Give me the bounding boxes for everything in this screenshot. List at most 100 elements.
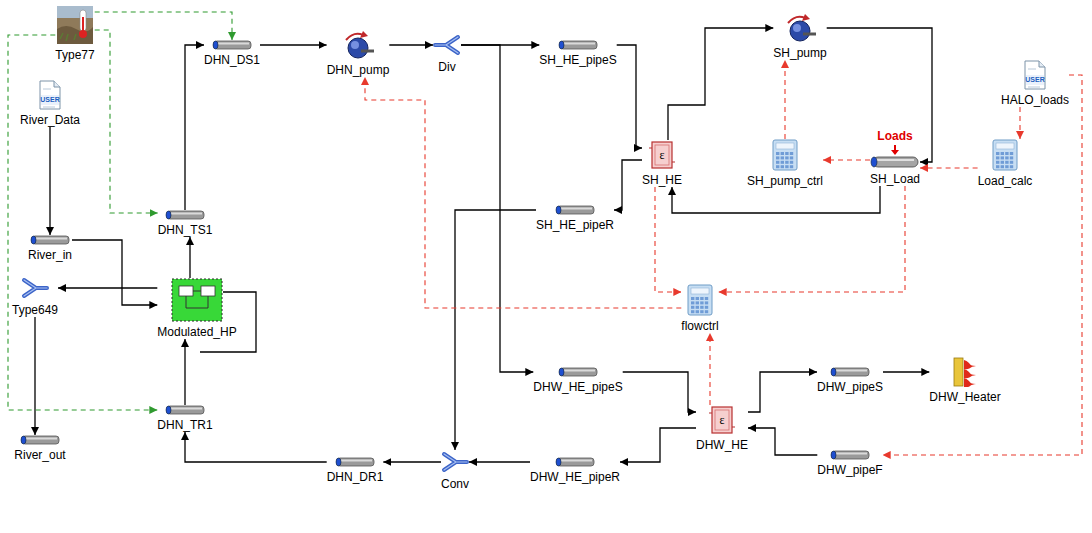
component-icon	[441, 450, 469, 474]
flow-connector	[58, 287, 157, 288]
component-icon	[555, 457, 595, 467]
component-icon	[30, 235, 70, 245]
flow-connector	[748, 428, 817, 455]
component-label: Type649	[12, 303, 58, 317]
component-icon	[340, 30, 376, 60]
component-label: DHN_pump	[327, 63, 390, 77]
component-symbol	[56, 5, 94, 45]
component-icon	[782, 13, 818, 43]
component-symbol	[212, 40, 252, 50]
component-icon	[165, 405, 205, 415]
component-symbol	[992, 139, 1018, 171]
mixer-component: Conv	[441, 450, 469, 491]
flow-connector	[617, 45, 642, 148]
component-icon	[558, 40, 598, 50]
component-label: River_Data	[20, 113, 80, 127]
flow-connector	[883, 371, 929, 372]
signal-connector	[365, 77, 681, 308]
component-symbol	[952, 357, 978, 387]
component-label: River_out	[14, 448, 65, 462]
heat-pump-component: Modulated_HP	[157, 278, 236, 339]
flow-connector	[668, 28, 773, 140]
flow-connector	[189, 237, 190, 278]
signal-connector	[95, 30, 158, 213]
icon-symbol-text: ε	[719, 414, 724, 427]
component-label: SH_pump	[773, 46, 826, 60]
heat-exchanger: SH_HE	[642, 140, 682, 187]
component-label: SH_HE_pipeR	[536, 218, 614, 232]
flow-connector	[620, 428, 696, 462]
component-symbol	[558, 40, 598, 50]
component-symbol	[555, 457, 595, 467]
flow-connector	[614, 160, 642, 210]
pipe-component: River_in	[28, 235, 72, 262]
component-icon	[38, 80, 62, 110]
pipe-component: SH_HE_pipeS	[539, 40, 616, 67]
pipe-component: DHN_TR1	[157, 405, 212, 432]
component-icon	[20, 435, 60, 445]
icon-text: USER	[40, 96, 59, 104]
signal-connector	[1019, 107, 1020, 139]
component-label: Conv	[441, 477, 469, 491]
component-symbol	[870, 155, 920, 169]
component-icon	[212, 40, 252, 50]
pipe-component: SH_HE_pipeR	[536, 205, 614, 232]
component-symbol	[830, 450, 870, 460]
component-symbol	[30, 235, 70, 245]
component-label: Load_calc	[978, 174, 1033, 188]
component-label: DHW_HE_pipeR	[530, 470, 620, 484]
pump-component: DHN_pump	[327, 30, 390, 77]
signal-connector	[920, 167, 978, 168]
flow-connector	[827, 28, 932, 162]
component-symbol	[555, 205, 595, 215]
component-label: DHN_TS1	[158, 223, 213, 237]
component-icon	[870, 155, 920, 169]
mixer-component: Type649	[12, 276, 58, 317]
signal-connector	[719, 186, 905, 292]
component-label: DHN_TR1	[157, 418, 212, 432]
flow-connector	[389, 44, 433, 45]
component-label: Modulated_HP	[157, 325, 236, 339]
component-symbol	[171, 278, 223, 322]
pipe-component: DHN_DS1	[204, 40, 260, 67]
component-label: DHN_DS1	[204, 53, 260, 67]
component-icon	[56, 5, 94, 45]
signal-connector	[823, 159, 870, 160]
component-symbol	[830, 367, 870, 377]
component-icon	[555, 205, 595, 215]
signal-connector	[709, 333, 710, 405]
component-label: Div	[438, 60, 455, 74]
component-icon	[21, 276, 49, 300]
pipe-component: DHW_pipeS	[817, 367, 883, 394]
component-label: DHW_HE_pipeS	[533, 380, 622, 394]
flow-connector	[34, 317, 35, 435]
component-symbol	[433, 33, 461, 57]
flow-connector	[185, 432, 327, 462]
component-icon	[1023, 60, 1047, 90]
component-icon	[687, 284, 713, 316]
component-label: SH_Load	[870, 172, 920, 186]
component-icon	[992, 139, 1018, 171]
component-icon	[830, 450, 870, 460]
signal-connector	[95, 12, 232, 40]
flow-connector	[748, 372, 817, 412]
component-icon	[335, 457, 375, 467]
pump-component: SH_pump	[773, 13, 826, 60]
component-label: SH_HE_pipeS	[539, 53, 616, 67]
signal-connector	[784, 60, 785, 139]
pipe-component: DHW_pipeF	[817, 450, 882, 477]
load-marker-label: Loads	[877, 129, 912, 143]
pipe-component: DHW_HE_pipeR	[530, 457, 620, 484]
component-label: DHW_pipeF	[817, 463, 882, 477]
component-symbol	[441, 450, 469, 474]
component-icon	[165, 210, 205, 220]
component-icon	[830, 367, 870, 377]
flow-connector	[383, 461, 441, 462]
component-symbol	[335, 457, 375, 467]
component-symbol	[21, 276, 49, 300]
weather-component: Type77	[55, 5, 94, 62]
load-arrow-head	[891, 150, 899, 155]
component-label: SH_HE	[642, 173, 682, 187]
icon-symbol-text: ε	[659, 149, 664, 162]
